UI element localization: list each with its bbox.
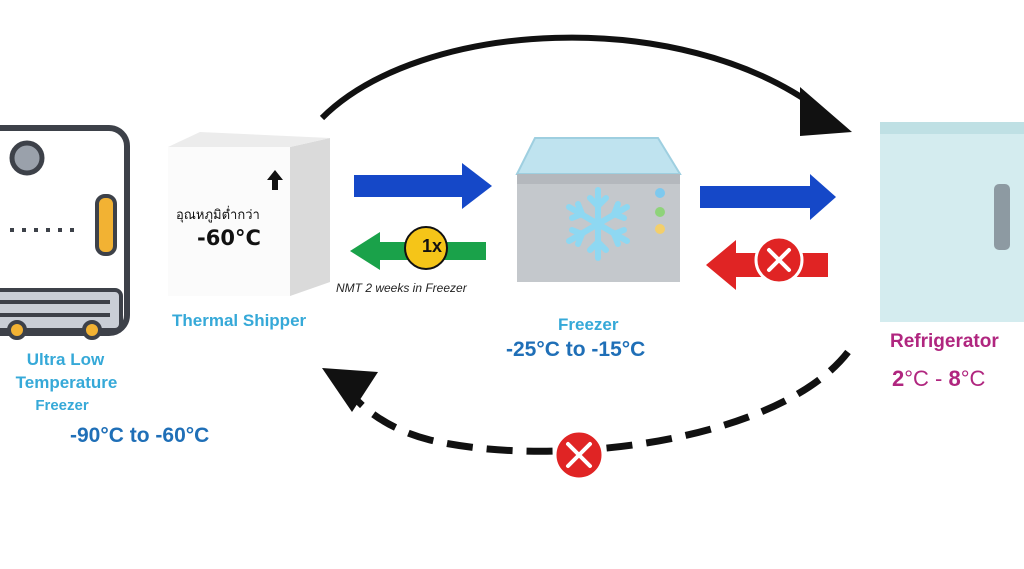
thermal-shipper-label: Thermal Shipper <box>172 311 307 330</box>
transfer-limit-badge: 1x <box>422 236 443 256</box>
bottom-dashed-arrow <box>322 349 851 455</box>
freezer-illustration <box>515 137 682 282</box>
freezer-label: Freezer <box>558 315 619 334</box>
freezer-temp-range: -25°C to -15°C <box>506 338 646 361</box>
ult-freezer-illustration <box>0 125 130 340</box>
forward-arrow-to-refrigerator <box>700 174 836 220</box>
shipper-box-note: อุณหภูมิต่ำกว่า <box>176 208 260 223</box>
ult-freezer-temp-range: -90°C to -60°C <box>70 424 210 447</box>
transfer-limit-note: NMT 2 weeks in Freezer <box>336 281 467 295</box>
thermal-shipper-box <box>168 132 330 296</box>
refrigerator-illustration <box>880 122 1024 322</box>
up-arrow-icon <box>267 170 283 190</box>
x-circle-icon <box>754 235 804 285</box>
forward-arrow-to-freezer <box>354 163 492 209</box>
return-arrow-allowed <box>350 226 486 270</box>
top-curved-arrow <box>319 34 852 136</box>
refrigerator-label: Refrigerator <box>890 331 999 352</box>
x-circle-icon <box>553 429 605 481</box>
snowflake-icon <box>566 187 630 261</box>
shipper-box-temp: -60°C <box>197 226 261 250</box>
ult-freezer-label-line2: Temperature <box>15 373 118 392</box>
refrigerator-temp-range: 2°C - 8°C <box>892 366 986 391</box>
ult-freezer-label-line1: Ultra Low <box>26 350 105 369</box>
ult-freezer-label-line3: Freezer <box>35 397 89 414</box>
